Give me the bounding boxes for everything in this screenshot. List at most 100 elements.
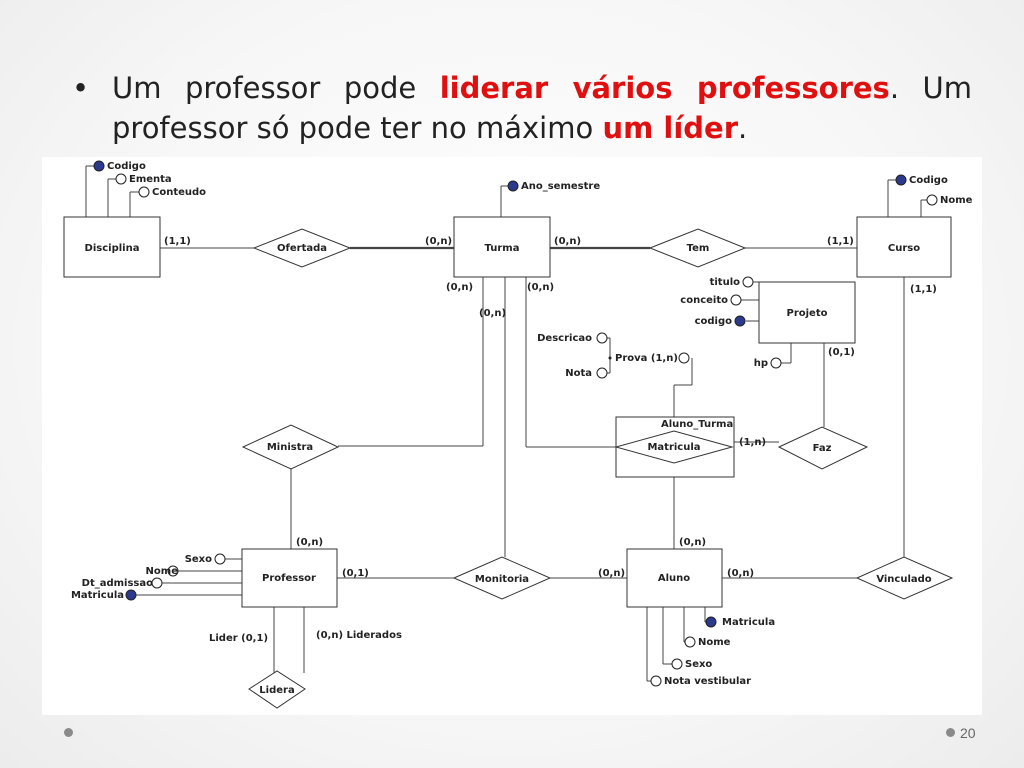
attr-label: Nome — [940, 195, 973, 206]
cardinality: (0,n) — [527, 282, 554, 293]
attr-label: codigo — [695, 316, 733, 327]
attribute-marker — [742, 276, 754, 288]
attribute-marker — [730, 294, 742, 306]
attribute-marker — [926, 194, 938, 206]
rel-ministra — [241, 424, 340, 470]
attr-label: Matricula — [71, 590, 124, 601]
attribute-marker — [650, 675, 662, 687]
rel-ofertada — [252, 228, 352, 268]
page-number: 20 — [960, 725, 976, 741]
key-attribute-marker — [125, 589, 137, 601]
rel-vinculado — [855, 556, 954, 600]
cardinality: (1,1) — [827, 236, 854, 247]
bullet-dot: • — [72, 71, 90, 105]
attr-label: titulo — [710, 277, 741, 288]
entity-label-aluno-turma: Aluno_Turma — [661, 419, 733, 430]
cardinality: (1,1) — [164, 236, 191, 247]
rel-label-vinculado: Vinculado — [876, 574, 931, 585]
entity-label-curso: Curso — [888, 243, 920, 254]
rel-label-matricula: Matricula — [647, 442, 700, 453]
attribute-marker — [671, 658, 683, 670]
attribute-marker — [596, 367, 608, 379]
cardinality: Lider (0,1) — [209, 633, 268, 644]
highlight-text: liderar vários professores — [439, 71, 890, 105]
cardinality: (0,n) — [598, 568, 625, 579]
cardinality: (0,n) — [554, 236, 581, 247]
cardinality: (0,n) — [296, 537, 323, 548]
attribute-marker — [678, 352, 690, 364]
attr-label: Nome — [698, 637, 731, 648]
key-attribute-marker — [734, 315, 746, 327]
rel-monitoria — [452, 556, 552, 600]
attr-label: Nota vestibular — [664, 676, 751, 687]
attr-label: Matricula — [722, 617, 775, 628]
rel-faz — [777, 426, 869, 470]
footer-dot-right — [946, 728, 955, 737]
text-part: . Um — [889, 71, 972, 105]
entity-disciplina — [63, 216, 161, 278]
cardinality: (0,n) — [679, 537, 706, 548]
cardinality: (1,1) — [910, 284, 937, 295]
attr-label: Sexo — [685, 659, 712, 670]
text-part: professor só pode ter no máximo — [112, 111, 603, 145]
entity-label-projeto: Projeto — [787, 308, 828, 319]
attr-label: Dt_admissao — [82, 578, 153, 589]
attribute-marker — [684, 636, 696, 648]
entity-turma — [453, 216, 551, 278]
cardinality: (0,n) Liderados — [316, 630, 402, 641]
rel-matricula — [614, 430, 734, 464]
entity-aluno — [626, 548, 723, 608]
cardinality: (0,1) — [342, 568, 369, 579]
entity-curso — [856, 216, 952, 278]
rel-lidera — [248, 670, 306, 709]
attr-label: Prova (1,n) — [615, 353, 678, 364]
key-attribute-marker — [93, 160, 105, 172]
text-part: . — [738, 111, 748, 145]
rel-label-faz: Faz — [813, 443, 832, 454]
attribute-marker — [167, 565, 179, 577]
bullet-text: • Um professor pode liderar vários profes… — [72, 68, 972, 148]
attr-label: Descricao — [537, 333, 592, 344]
attribute-marker — [596, 332, 608, 344]
bullet-line-1: • Um professor pode liderar vários profes… — [72, 68, 972, 108]
attr-label: Codigo — [909, 175, 948, 186]
rel-label-monitoria: Monitoria — [475, 574, 529, 585]
rel-tem — [648, 228, 747, 268]
er-diagram-svg: Disciplina Turma Curso Projeto Professor… — [63, 160, 973, 709]
attribute-marker — [138, 186, 150, 198]
rel-label-ministra: Ministra — [267, 442, 313, 453]
cardinality: (0,n) — [727, 568, 754, 579]
attribute-marker — [115, 173, 127, 185]
attr-label: hp — [754, 358, 768, 369]
key-attribute-marker — [507, 180, 519, 192]
er-diagram: Disciplina Turma Curso Projeto Professor… — [42, 157, 982, 715]
rel-label-ofertada: Ofertada — [277, 243, 327, 254]
rel-label-lidera: Lidera — [259, 685, 294, 696]
cardinality: (0,n) — [479, 308, 506, 319]
attr-label: Conteudo — [152, 187, 206, 198]
composite-attribute-dot — [608, 356, 612, 360]
bullet-line-2: professor só pode ter no máximo um líder… — [72, 108, 972, 148]
footer-dot-left — [64, 728, 73, 737]
attribute-marker — [214, 553, 226, 565]
attr-label: conceito — [680, 295, 728, 306]
entity-label-disciplina: Disciplina — [85, 243, 140, 254]
attribute-marker — [770, 357, 782, 369]
cardinality: (0,n) — [446, 282, 473, 293]
entity-professor — [241, 548, 338, 608]
attr-label: Nome — [146, 566, 179, 577]
key-attribute-marker — [895, 174, 907, 186]
entity-label-turma: Turma — [485, 243, 520, 254]
text-part: Um professor pode — [112, 71, 440, 105]
attr-label: Sexo — [185, 554, 212, 565]
attr-label: Nota — [565, 368, 592, 379]
key-attribute-marker — [705, 616, 717, 628]
attribute-marker — [151, 577, 163, 589]
highlight-text: um líder — [602, 111, 739, 145]
entity-projeto — [758, 281, 856, 344]
cardinality: (1,n) — [739, 437, 766, 448]
attr-label: Ementa — [129, 174, 172, 185]
rel-label-tem: Tem — [687, 243, 710, 254]
cardinality: (0,1) — [828, 347, 855, 358]
entity-label-aluno: Aluno — [658, 573, 690, 584]
